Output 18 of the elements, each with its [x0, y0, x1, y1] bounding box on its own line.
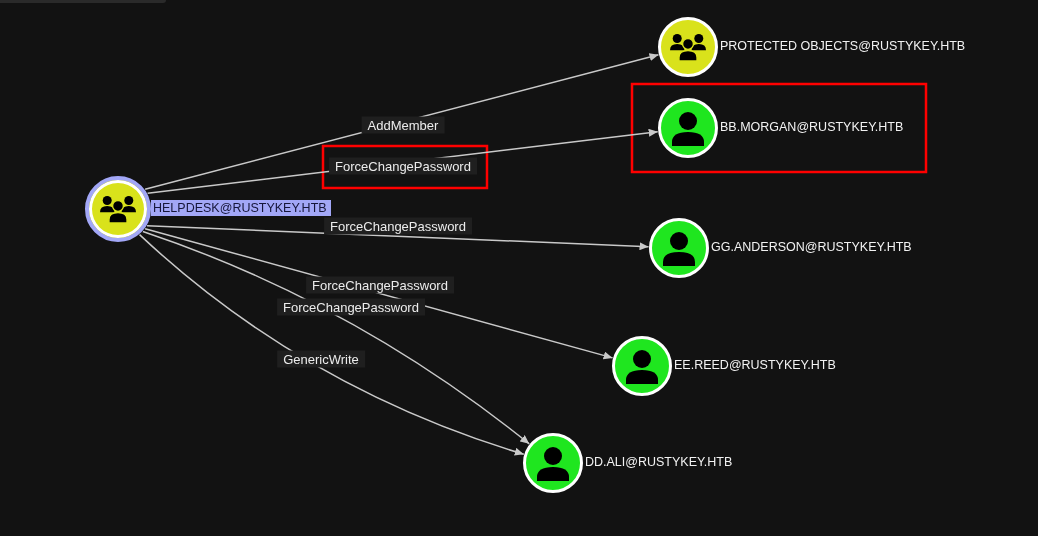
node-label: DD.ALI@RUSTYKEY.HTB — [585, 454, 733, 470]
group-node — [658, 17, 718, 77]
edge-label: ForceChangePassword — [329, 157, 477, 175]
edge-label: GenericWrite — [277, 350, 365, 368]
edge-label: ForceChangePassword — [324, 217, 472, 235]
edge-label: AddMember — [361, 116, 445, 134]
arrow — [146, 225, 650, 251]
user-node — [658, 98, 718, 158]
user-node — [523, 433, 583, 493]
user-node — [649, 218, 709, 278]
node-label: EE.REED@RUSTYKEY.HTB — [674, 357, 836, 373]
node-label: BB.MORGAN@RUSTYKEY.HTB — [720, 119, 904, 135]
node-label: PROTECTED OBJECTS@RUSTYKEY.HTB — [720, 38, 966, 54]
node-label: GG.ANDERSON@RUSTYKEY.HTB — [711, 239, 912, 255]
edge-label: ForceChangePassword — [306, 276, 454, 294]
user-node — [612, 336, 672, 396]
edge-label: ForceChangePassword — [277, 298, 425, 316]
node-label: HELPDESK@RUSTYKEY.HTB — [151, 200, 331, 216]
